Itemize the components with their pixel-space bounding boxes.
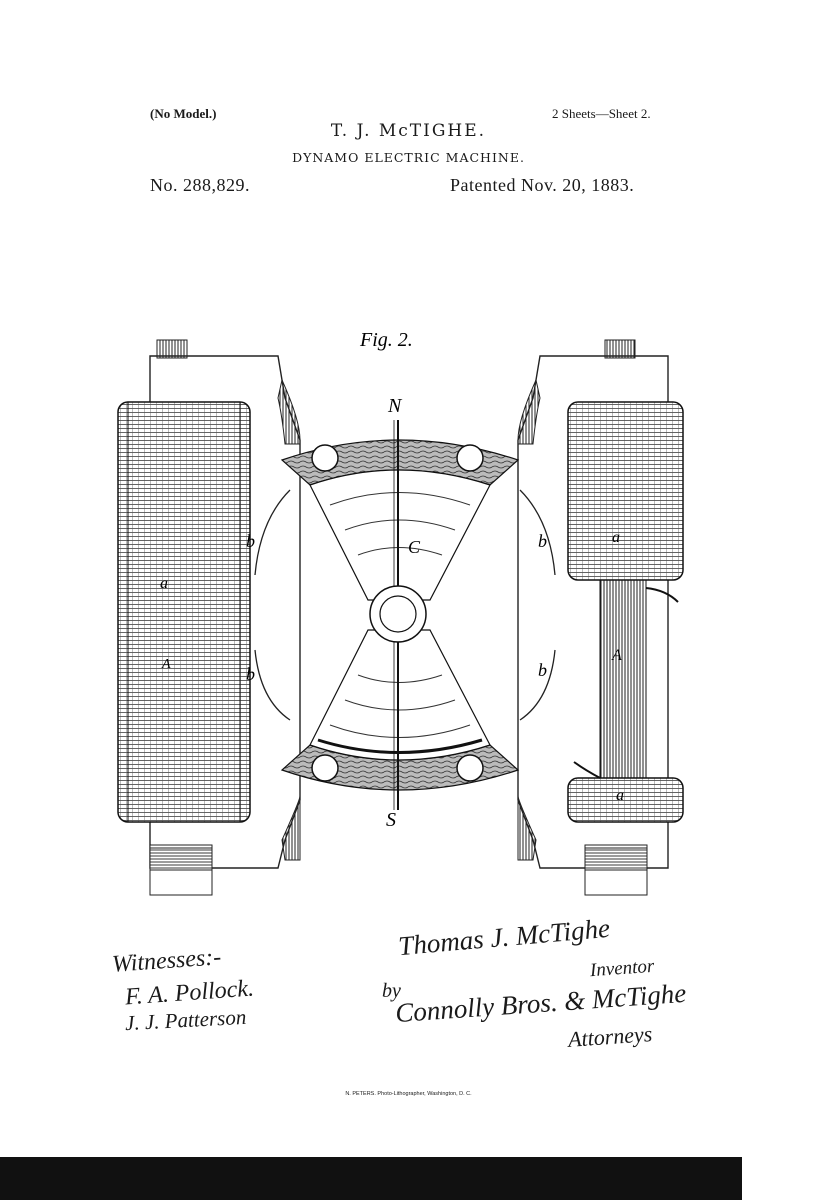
label-N: N: [387, 395, 403, 417]
by-word: by: [382, 980, 401, 1002]
patented-date: Patented Nov. 20, 1883.: [450, 175, 635, 195]
right-lower-coil: [567, 777, 684, 823]
figure-label: Fig. 2.: [359, 329, 413, 351]
label-a-right-top: a: [612, 529, 620, 546]
right-upper-coil: [567, 401, 684, 581]
armature: [280, 420, 520, 810]
attorneys-role: Attorneys: [567, 1021, 654, 1052]
label-b-4: b: [538, 660, 547, 680]
right-top-bolt: [604, 339, 636, 359]
patent-number: No. 288,829.: [150, 175, 250, 195]
model-note: (No Model.): [150, 106, 217, 121]
right-exposed-core: [599, 579, 647, 779]
label-a-left: a: [160, 575, 168, 592]
label-S: S: [386, 809, 396, 831]
inventor-signature: Thomas J. McTighe: [397, 912, 612, 962]
patent-drawing: Fig. 2. a A a A a b b b b: [117, 329, 684, 896]
label-b-1: b: [246, 531, 255, 551]
left-top-bolt: [156, 339, 188, 359]
inventor-role: Inventor: [589, 955, 655, 982]
sheet-note: 2 Sheets—Sheet 2.: [552, 106, 651, 121]
witnesses-title: Witnesses:-: [111, 944, 223, 978]
label-a-right-bottom: a: [616, 787, 624, 804]
left-field-coil: [117, 401, 251, 823]
label-b-3: b: [538, 531, 547, 551]
label-C: C: [408, 537, 421, 557]
patent-title: DYNAMO ELECTRIC MACHINE.: [292, 150, 525, 165]
scan-border-bar: [0, 1157, 742, 1200]
label-b-2: b: [246, 664, 255, 684]
inventor-name: T. J. McTIGHE.: [330, 121, 487, 141]
label-A-right: A: [611, 647, 622, 664]
label-A-left: A: [161, 657, 171, 672]
lithographer-imprint: N. PETERS. Photo-Lithographer, Washingto…: [345, 1091, 472, 1097]
witness-2-signature: J. J. Patterson: [124, 1004, 247, 1036]
